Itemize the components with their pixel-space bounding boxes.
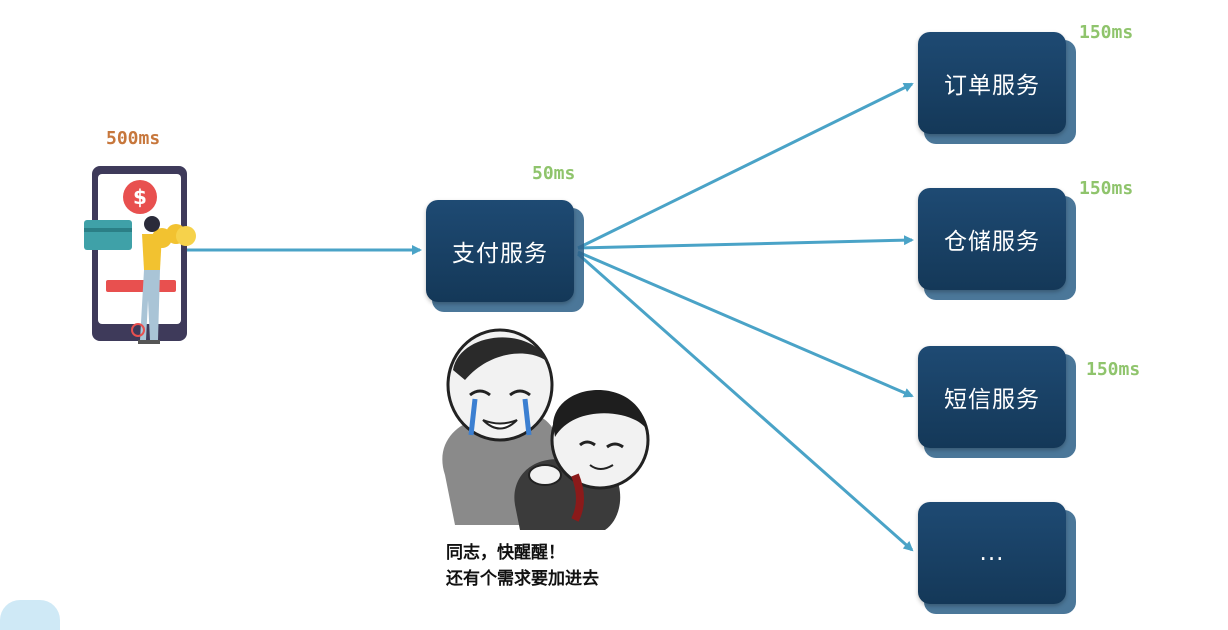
order-latency: 150ms — [1079, 22, 1134, 43]
payment-service-label: 支付服务 — [452, 241, 548, 267]
storage-service-label: 仓储服务 — [944, 229, 1040, 255]
svg-text:$: $ — [133, 185, 147, 209]
arrow-payment-to-order — [577, 82, 914, 250]
meme-caption-line1: 同志，快醒醒！ — [446, 543, 565, 563]
arrow-layer — [185, 82, 914, 552]
sms-service-box: 短信服务 — [918, 346, 1066, 448]
mobile-payment-icon: $ — [80, 160, 205, 359]
sms-latency: 150ms — [1086, 359, 1141, 380]
order-service-box: 订单服务 — [918, 32, 1066, 134]
crying-meme-icon — [425, 325, 675, 539]
arrow-payment-to-storage — [577, 235, 914, 250]
client-latency: 500ms — [106, 128, 161, 149]
arrow-payment-to-sms — [577, 250, 914, 398]
storage-latency: 150ms — [1079, 178, 1134, 199]
corner-decoration — [0, 600, 60, 630]
meme-caption-line2: 还有个需求要加进去 — [446, 569, 599, 589]
architecture-diagram: $ 500ms 支付服务 50ms 订单服务 150ms 仓储服务 150ms … — [0, 22, 1141, 630]
payment-latency: 50ms — [532, 163, 576, 184]
meme-caption: 同志，快醒醒！ 还有个需求要加进去 — [446, 540, 599, 592]
storage-service-box: 仓储服务 — [918, 188, 1066, 290]
sms-service-label: 短信服务 — [944, 387, 1040, 413]
order-service-label: 订单服务 — [944, 73, 1040, 99]
more-services-label: ... — [979, 540, 1005, 566]
payment-service-box: 支付服务 — [426, 200, 574, 302]
more-services-box: ... — [918, 502, 1066, 604]
arrow-payment-to-more — [577, 252, 914, 552]
